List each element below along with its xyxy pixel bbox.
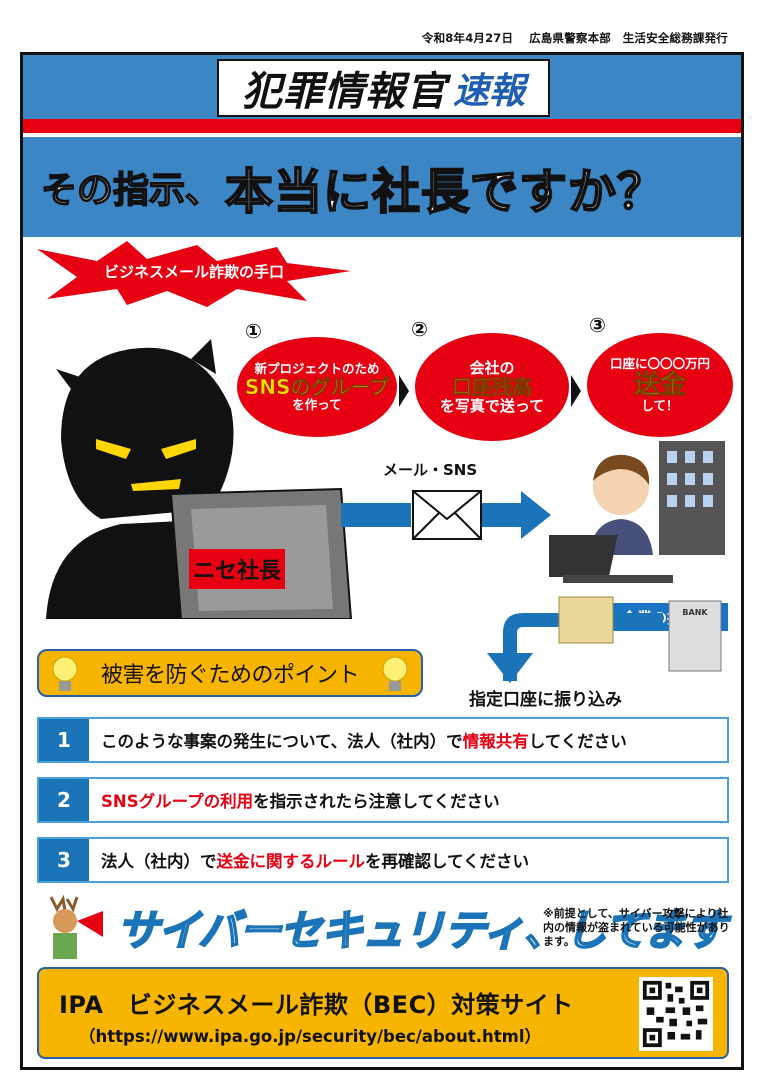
mail-sns-label: メール・SNS: [383, 461, 478, 479]
banner-red-stripe: [23, 119, 741, 133]
ipa-info-box: IPA ビジネスメール詐欺（BEC）対策サイト （https://www.ipa…: [37, 967, 729, 1059]
fake-president-label: ニセ社長: [189, 549, 285, 589]
scam-method-label: ビジネスメール詐欺の手口: [103, 263, 284, 281]
point-number: 1: [39, 719, 89, 761]
step-3-bubble: 口座に〇〇〇万円 送金 して！: [587, 333, 733, 437]
step-1-line3: を作って: [292, 397, 342, 412]
ipa-title: IPA ビジネスメール詐欺（BEC）対策サイト: [59, 991, 574, 1019]
step-2-line2: 口座残高: [452, 375, 533, 399]
point-text-highlight: SNSグループの利用: [101, 792, 254, 811]
mail-flow-arrow: [341, 490, 551, 540]
ipa-url-link[interactable]: （https://www.ipa.go.jp/security/bec/abou…: [79, 1027, 541, 1046]
point-text: このような事案の発生について、法人（社内）で情報共有してください: [101, 728, 627, 752]
point-text-pre: このような事案の発生について、法人（社内）で: [101, 732, 463, 751]
step-3-line3: して！: [641, 398, 679, 414]
lightbulb-icon: [382, 656, 408, 691]
point-item-1: 1 このような事案の発生について、法人（社内）で情報共有してください: [37, 717, 729, 763]
scam-illustration-area: ビジネスメール詐欺の手口 ニセ社長 ① ② ③ 新プロジェクトのため SNSのグ…: [23, 241, 741, 643]
burst-shape: [37, 241, 351, 307]
step-2-bubble: 会社の 口座残高 を写真で送って: [415, 333, 569, 441]
point-text-highlight: 情報共有: [462, 732, 529, 751]
step-1-line1: 新プロジェクトのため: [254, 361, 380, 377]
step-3-number: ③: [589, 313, 606, 337]
headline-lead: その指示、: [40, 169, 222, 212]
step-3-line2: 送金: [633, 369, 687, 400]
flyer-frame: 犯罪情報官 速報 その指示、 本当に社長ですか？ ビジネスメール詐欺の手口 ニセ…: [20, 52, 744, 1070]
step-2-line1: 会社の: [469, 358, 515, 377]
crime-info-logo: 犯罪情報官 速報: [217, 59, 550, 117]
point-text: 法人（社内）で送金に関するルールを再確認してください: [101, 848, 529, 872]
step-1-line2: SNSのグループ: [244, 375, 390, 399]
point-text-post: してください: [528, 732, 627, 751]
step-arrow-1: [399, 375, 409, 407]
step-2-line3: を写真で送って: [439, 397, 545, 415]
point-text-pre: 法人（社内）で: [101, 852, 217, 871]
point-text-post: を再確認してください: [365, 852, 530, 871]
bank-sign: BANK: [682, 608, 708, 617]
step-arrow-2: [571, 375, 581, 407]
staff-illustration: [549, 441, 725, 583]
step-3-line1: 口座に〇〇〇万円: [609, 355, 710, 371]
point-number: 3: [39, 839, 89, 881]
step-2-number: ②: [411, 317, 428, 341]
points-header: 被害を防ぐためのポイント: [37, 649, 423, 697]
point-text-highlight: 送金に関するルール: [216, 852, 366, 871]
mascot-deer-icon: [49, 894, 103, 959]
point-number: 2: [39, 779, 89, 821]
issuer-line: 令和8年4月27日 広島県警察本部 生活安全総務課発行: [421, 31, 728, 45]
points-title: 被害を防ぐためのポイント: [100, 663, 360, 688]
logo-sub-text: 速報: [452, 71, 525, 112]
cyber-note: ※前提として、サイバー攻撃により社内の情報が盗まれている可能性があります。: [543, 907, 730, 948]
step-1-bubble: 新プロジェクトのため SNSのグループ を作って: [237, 337, 397, 437]
transfer-illustration: BANK: [487, 596, 722, 683]
point-text-post: を指示されたら注意してください: [253, 792, 500, 811]
point-text: SNSグループの利用を指示されたら注意してください: [101, 788, 500, 812]
transfer-label: 指定口座に振り込み: [469, 690, 622, 710]
headline-main: 本当に社長ですか？: [224, 163, 667, 221]
qr-code-icon[interactable]: [639, 977, 713, 1051]
step-1-number: ①: [245, 319, 262, 343]
headline-band: その指示、 本当に社長ですか？: [23, 137, 741, 237]
lightbulb-icon: [52, 656, 78, 691]
point-item-2: 2 SNSグループの利用を指示されたら注意してください: [37, 777, 729, 823]
point-item-3: 3 法人（社内）で送金に関するルールを再確認してください: [37, 837, 729, 883]
logo-main-text: 犯罪情報官: [241, 69, 447, 115]
